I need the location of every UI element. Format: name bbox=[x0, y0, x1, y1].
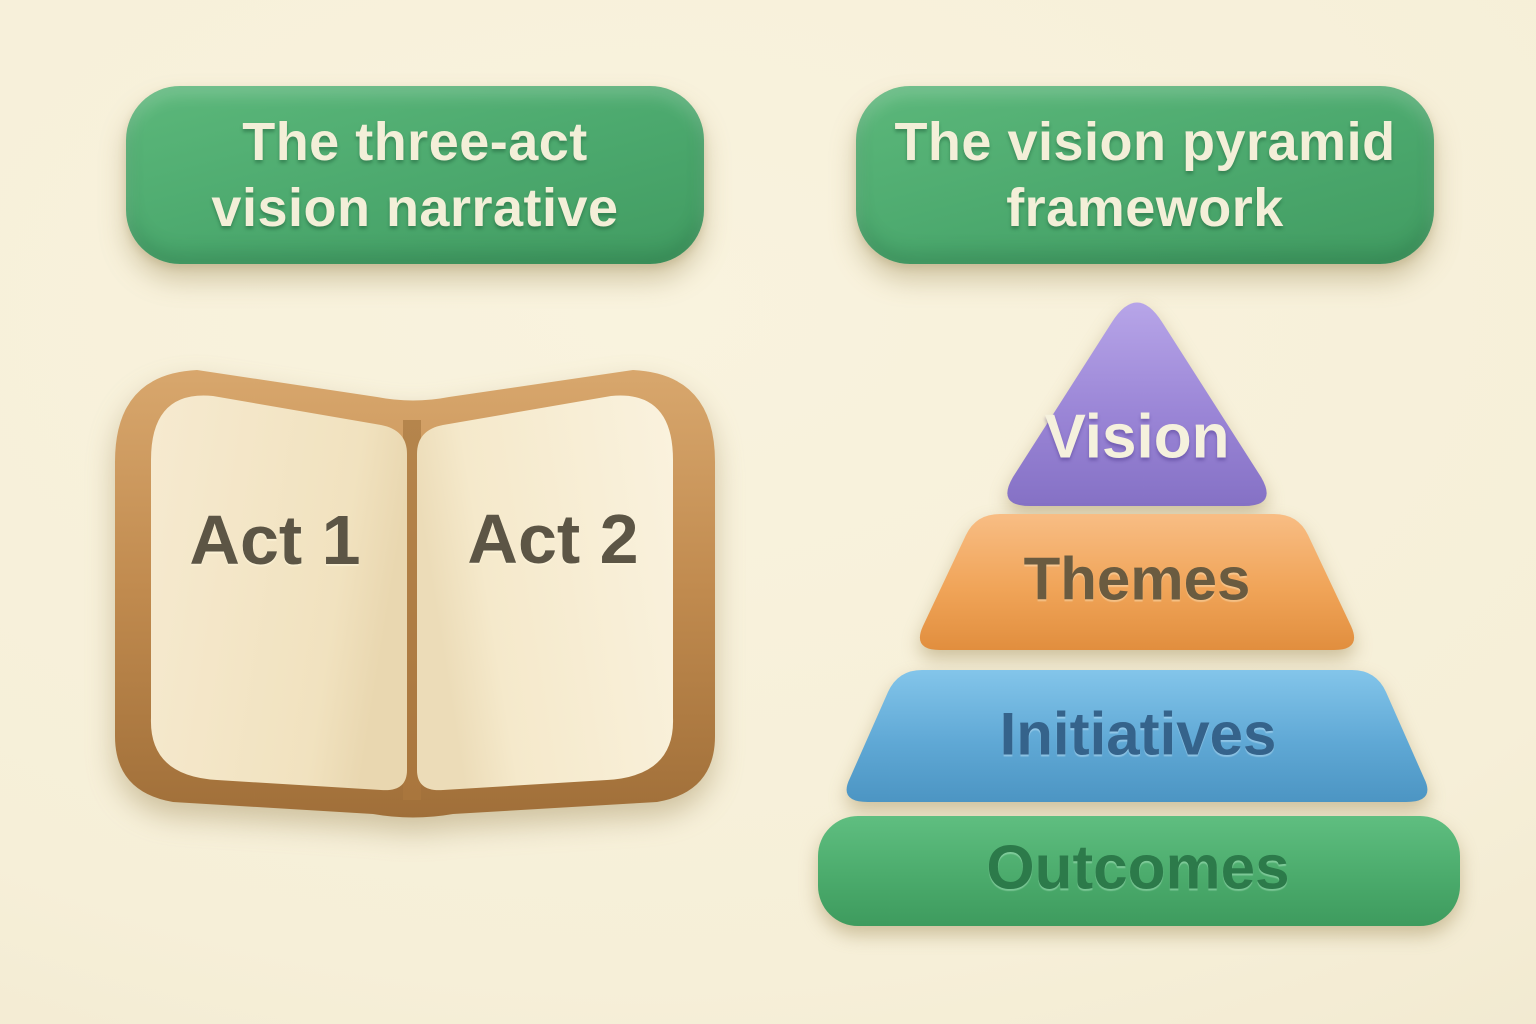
pyramid-header-line1: The vision pyramid bbox=[894, 112, 1396, 172]
three-act-header-line1: The three-act bbox=[242, 112, 588, 172]
pyramid-header-card: The vision pyramid framework bbox=[856, 86, 1434, 264]
pyramid-outcomes-label: Outcomes bbox=[986, 833, 1290, 903]
three-act-header-line2: vision narrative bbox=[211, 178, 619, 238]
pyramid-level-outcomes-shape bbox=[818, 816, 1460, 926]
three-act-header-card: The three-act vision narrative bbox=[126, 86, 704, 264]
pyramid-header-line2: framework bbox=[1006, 178, 1284, 238]
book-left-page bbox=[150, 395, 407, 791]
pyramid-level-vision-shape bbox=[1007, 302, 1267, 506]
pyramid-level-themes-shape bbox=[919, 514, 1355, 650]
pyramid-vision-label: Vision bbox=[1044, 402, 1230, 472]
act1-label: Act 1 bbox=[189, 501, 361, 579]
act2-label: Act 2 bbox=[467, 500, 639, 578]
book-spine bbox=[403, 420, 421, 800]
book-right-page bbox=[417, 395, 674, 791]
pyramid-initiatives-label: Initiatives bbox=[999, 700, 1277, 768]
vision-pyramid-illustration bbox=[818, 302, 1460, 926]
pyramid-themes-label: Themes bbox=[1023, 545, 1251, 613]
open-book-illustration bbox=[115, 370, 715, 818]
pyramid-level-initiatives-shape bbox=[846, 670, 1428, 802]
